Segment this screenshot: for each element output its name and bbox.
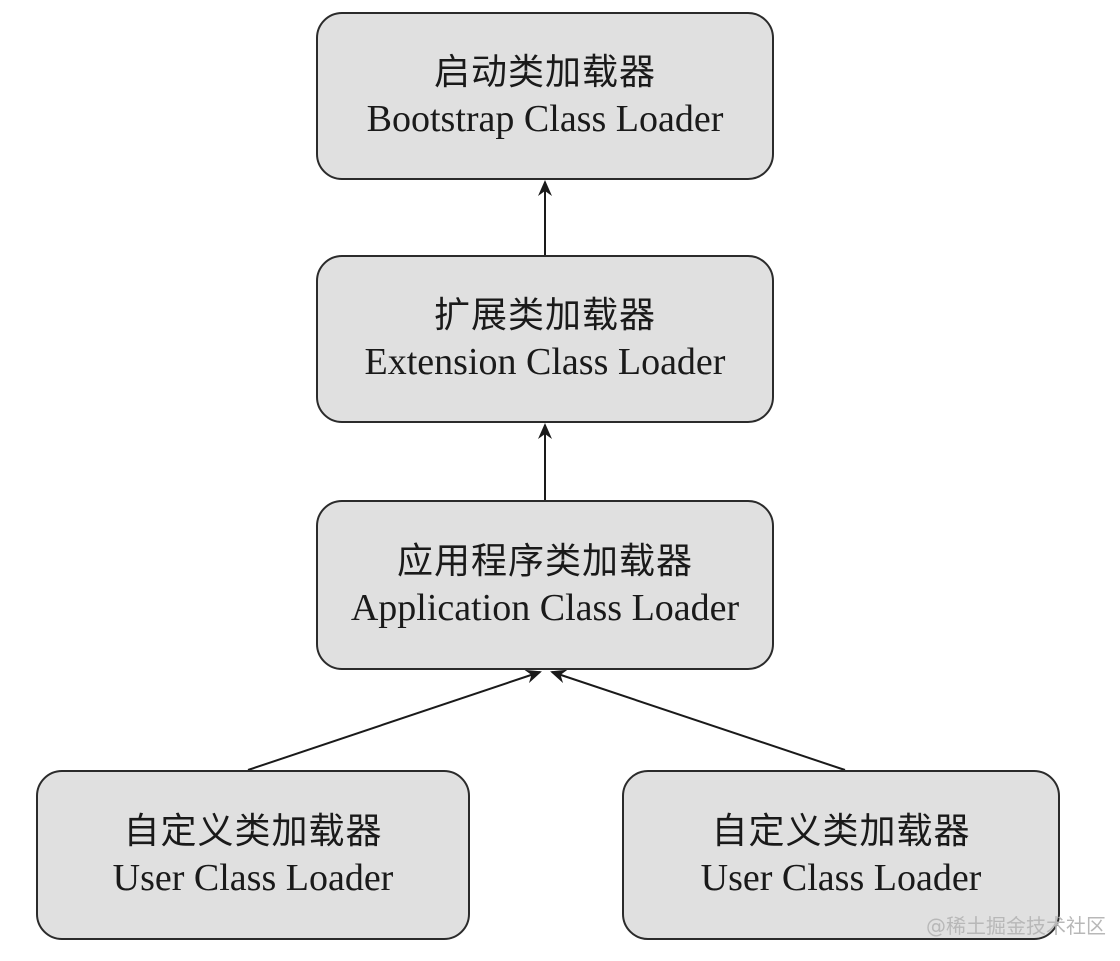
node-title-zh: 应用程序类加载器 [396, 541, 693, 582]
watermark-text: @稀土掘金技术社区 [926, 914, 1106, 938]
node-title-en: Application Class Loader [350, 587, 740, 629]
extension-class-loader-node: 扩展类加载器 Extension Class Loader [316, 255, 774, 423]
node-title-en: Extension Class Loader [364, 341, 726, 383]
arrow-user-left-to-application [247, 669, 542, 771]
node-title-zh: 自定义类加载器 [123, 811, 383, 852]
node-title-zh: 扩展类加载器 [433, 295, 656, 336]
node-title-en: User Class Loader [112, 857, 394, 899]
node-title-zh: 启动类加载器 [433, 52, 656, 93]
node-title-zh: 自定义类加载器 [711, 811, 971, 852]
user-class-loader-node-right: 自定义类加载器 User Class Loader [622, 770, 1060, 940]
arrow-user-right-to-application [550, 669, 846, 771]
bootstrap-class-loader-node: 启动类加载器 Bootstrap Class Loader [316, 12, 774, 180]
application-class-loader-node: 应用程序类加载器 Application Class Loader [316, 500, 774, 670]
user-class-loader-node-left: 自定义类加载器 User Class Loader [36, 770, 470, 940]
node-title-en: Bootstrap Class Loader [366, 98, 724, 140]
node-title-en: User Class Loader [700, 857, 982, 899]
